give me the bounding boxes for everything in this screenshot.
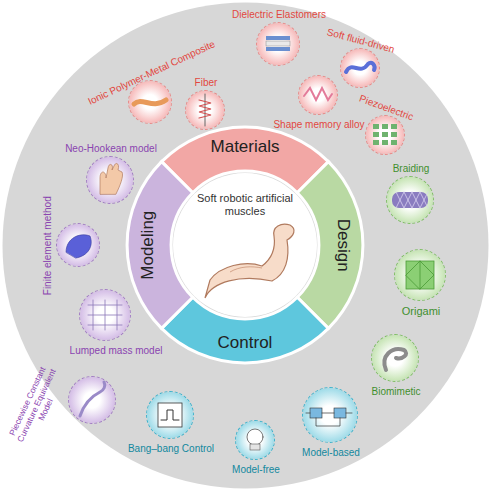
topic-circle: Model-free: [235, 420, 275, 460]
topic-circle: Piezoelectric: [365, 115, 405, 155]
center-circle: Soft robotic artificial muscles: [190, 192, 300, 218]
topic-circle-fill: [395, 250, 445, 300]
topic-circle-fill: [80, 290, 130, 340]
topic-circle-fill: [341, 49, 379, 87]
topic-circle: Ionic Polymer-Metal Composite: [128, 80, 172, 124]
topic-circle-fill: [69, 377, 115, 423]
topic-circle-fill: [387, 177, 433, 223]
topic-circle: Soft fluid-driven: [340, 48, 380, 88]
topic-label: Dielectric Elastomers: [232, 9, 326, 21]
topic-circle-fill: [186, 91, 224, 129]
topic-circle-fill: [299, 76, 337, 114]
topic-circle: Dielectric Elastomers: [256, 22, 300, 66]
topic-label: Biomimetic: [372, 386, 421, 398]
topic-circle-fill: [57, 224, 99, 266]
category-segment: Control: [218, 333, 273, 353]
topic-circle: Braiding: [386, 176, 434, 224]
category-label: Materials: [211, 137, 280, 157]
topic-circle-fill: [236, 421, 274, 459]
category-label: Modeling: [138, 210, 158, 279]
topic-label: Fiber: [195, 77, 218, 89]
topic-circle: Shape memory alloy: [298, 75, 338, 115]
topic-label: Neo-Hookean model: [65, 143, 157, 155]
topic-circle: Piecewise Constant Curvature Equivalent …: [68, 376, 116, 424]
topic-circle-fill: [129, 81, 171, 123]
center-title: Soft robotic artificial muscles: [190, 192, 300, 218]
topic-circle-fill: [147, 392, 193, 438]
topic-circle: Finite element method: [56, 223, 100, 267]
topic-circle: Neo-Hookean model: [86, 156, 134, 204]
topic-label: Model-based: [302, 447, 360, 459]
topic-label: Piecewise Constant Curvature Equivalent …: [3, 354, 72, 457]
topic-label: Bang–bang Control: [128, 443, 214, 455]
category-segment: Design: [332, 219, 352, 272]
topic-circle-fill: [366, 116, 404, 154]
topic-circle: Bang–bang Control: [146, 391, 194, 439]
topic-circle: Model-based: [302, 387, 358, 443]
topic-label: Finite element method: [42, 197, 54, 296]
category-segment: Modeling: [138, 210, 158, 279]
topic-circle: Origami: [394, 249, 446, 301]
category-label: Control: [218, 333, 273, 353]
topic-label: Braiding: [393, 163, 430, 175]
topic-label: Lumped mass model: [70, 345, 163, 357]
topic-circle-fill: [303, 388, 357, 442]
topic-label: Shape memory alloy: [273, 119, 364, 131]
category-label: Design: [332, 219, 352, 272]
topic-circle-fill: [372, 335, 418, 381]
topic-circle-fill: [257, 23, 299, 65]
topic-circle: Lumped mass model: [79, 289, 131, 341]
topic-circle: Biomimetic: [371, 334, 419, 382]
category-segment: Materials: [211, 137, 280, 157]
topic-label: Origami: [402, 305, 441, 318]
topic-circle: Fiber: [185, 90, 225, 130]
topic-circle-fill: [87, 157, 133, 203]
topic-label: Model-free: [232, 464, 280, 476]
